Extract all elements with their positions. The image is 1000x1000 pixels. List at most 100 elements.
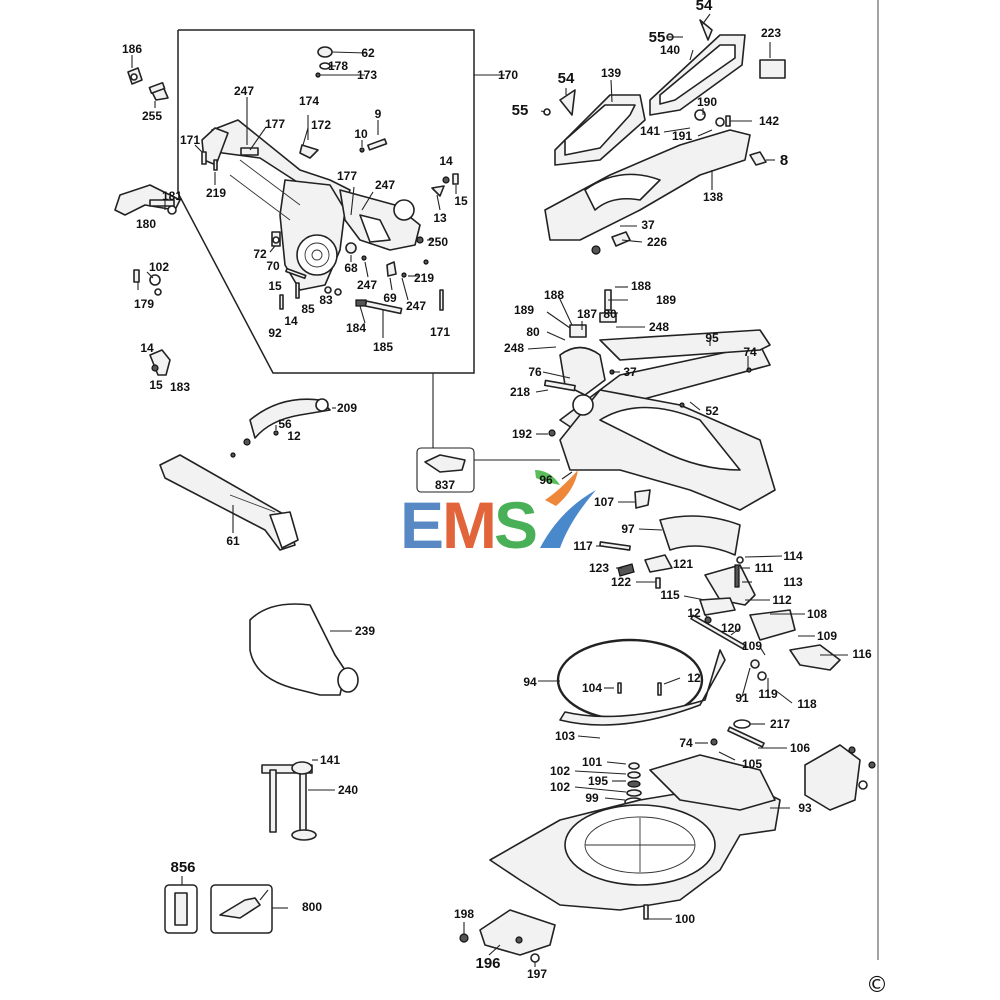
- callout-box-170: [177, 29, 560, 461]
- part-label-173: 173: [357, 68, 377, 82]
- part-label-12a: 12: [287, 429, 301, 443]
- part-label-95: 95: [705, 331, 719, 345]
- part-label-209: 209: [337, 401, 357, 415]
- part-label-219b: 219: [414, 271, 434, 285]
- part-label-61: 61: [226, 534, 240, 548]
- part-label-15c: 15: [268, 279, 282, 293]
- part-label-93: 93: [798, 801, 812, 815]
- part-label-179: 179: [134, 297, 154, 311]
- part-label-10: 10: [354, 127, 368, 141]
- part-label-192: 192: [512, 427, 532, 441]
- copyright-mark: ©: [866, 973, 888, 998]
- ring-and-scale: [556, 638, 765, 748]
- part-label-177b: 177: [337, 169, 357, 183]
- part-label-105: 105: [742, 757, 762, 771]
- part-label-119: 119: [758, 687, 778, 701]
- part-label-172: 172: [311, 118, 331, 132]
- part-label-74b: 74: [679, 736, 693, 750]
- part-label-139: 139: [601, 66, 621, 80]
- watermark-s: S: [494, 488, 538, 562]
- part-label-92: 92: [268, 326, 282, 340]
- part-label-8: 8: [780, 152, 788, 169]
- part-label-197: 197: [527, 967, 547, 981]
- part-label-13: 13: [433, 211, 447, 225]
- part-label-219a: 219: [206, 186, 226, 200]
- part-label-108: 108: [807, 607, 827, 621]
- part-label-62: 62: [361, 46, 375, 60]
- part-label-174: 174: [299, 94, 319, 108]
- part-label-247a: 247: [234, 84, 254, 98]
- part-label-247c: 247: [357, 278, 377, 292]
- part-label-141b: 141: [320, 753, 340, 767]
- part-label-141a: 141: [640, 124, 660, 138]
- leader-lines: [131, 13, 848, 967]
- part-label-178: 178: [328, 59, 348, 73]
- part-label-102a: 102: [149, 260, 169, 274]
- part-label-113: 113: [783, 575, 803, 589]
- part-label-97: 97: [621, 522, 635, 536]
- part-label-191: 191: [672, 129, 692, 143]
- part-label-91: 91: [735, 691, 749, 705]
- part-label-114: 114: [783, 549, 803, 563]
- part-label-185: 185: [373, 340, 393, 354]
- part-label-101: 101: [582, 755, 602, 769]
- part-label-184: 184: [346, 321, 366, 335]
- part-label-116: 116: [852, 647, 872, 661]
- part-label-122: 122: [611, 575, 631, 589]
- base-assembly: [459, 744, 876, 963]
- left-lower-parts: [159, 398, 359, 841]
- part-label-247d: 247: [406, 299, 426, 313]
- part-label-240: 240: [338, 783, 358, 797]
- part-label-104: 104: [582, 681, 602, 695]
- watermark-e: E: [400, 488, 444, 562]
- part-label-109a: 109: [742, 639, 762, 653]
- part-label-239: 239: [355, 624, 375, 638]
- part-label-83: 83: [319, 293, 333, 307]
- part-label-837: 837: [435, 478, 455, 492]
- part-label-69: 69: [383, 291, 397, 305]
- part-label-800: 800: [302, 900, 322, 914]
- part-label-12c: 12: [687, 671, 701, 685]
- part-label-85: 85: [301, 302, 315, 316]
- part-label-109b: 109: [817, 629, 837, 643]
- watermark-swoosh-green: [535, 470, 560, 485]
- part-label-76: 76: [528, 365, 542, 379]
- part-label-187: 187: [577, 307, 597, 321]
- watermark-m: M: [442, 488, 497, 562]
- part-label-183: 183: [170, 380, 190, 394]
- right-mid-parts: [599, 489, 841, 681]
- part-label-186: 186: [122, 42, 142, 56]
- part-label-181: 181: [162, 189, 182, 203]
- part-label-120: 120: [721, 621, 741, 635]
- part-label-72: 72: [253, 247, 267, 261]
- part-label-54b: 54: [558, 70, 575, 87]
- part-label-142: 142: [759, 114, 779, 128]
- part-label-188a: 188: [544, 288, 564, 302]
- part-label-80a: 80: [526, 325, 540, 339]
- part-label-52: 52: [705, 404, 719, 418]
- part-label-100: 100: [675, 912, 695, 926]
- part-label-247b: 247: [375, 178, 395, 192]
- part-label-138: 138: [703, 190, 723, 204]
- part-label-56: 56: [278, 417, 292, 431]
- part-label-106: 106: [790, 741, 810, 755]
- part-label-170: 170: [498, 68, 518, 82]
- part-label-223: 223: [761, 26, 781, 40]
- part-label-188b: 188: [631, 279, 651, 293]
- part-label-96: 96: [539, 473, 553, 487]
- part-label-80b: 80: [603, 307, 617, 321]
- part-label-115: 115: [660, 588, 680, 602]
- watermark-swoosh-orange: [545, 470, 578, 506]
- head-small-parts: [194, 46, 459, 315]
- callout-837: [416, 447, 475, 493]
- part-label-9: 9: [375, 107, 382, 121]
- ems-watermark: E M S: [400, 470, 596, 562]
- part-label-218: 218: [510, 385, 530, 399]
- accessory-boxes: [164, 884, 288, 934]
- part-label-123: 123: [589, 561, 609, 575]
- part-label-118: 118: [797, 697, 817, 711]
- part-label-74a: 74: [743, 345, 757, 359]
- part-label-248a: 248: [504, 341, 524, 355]
